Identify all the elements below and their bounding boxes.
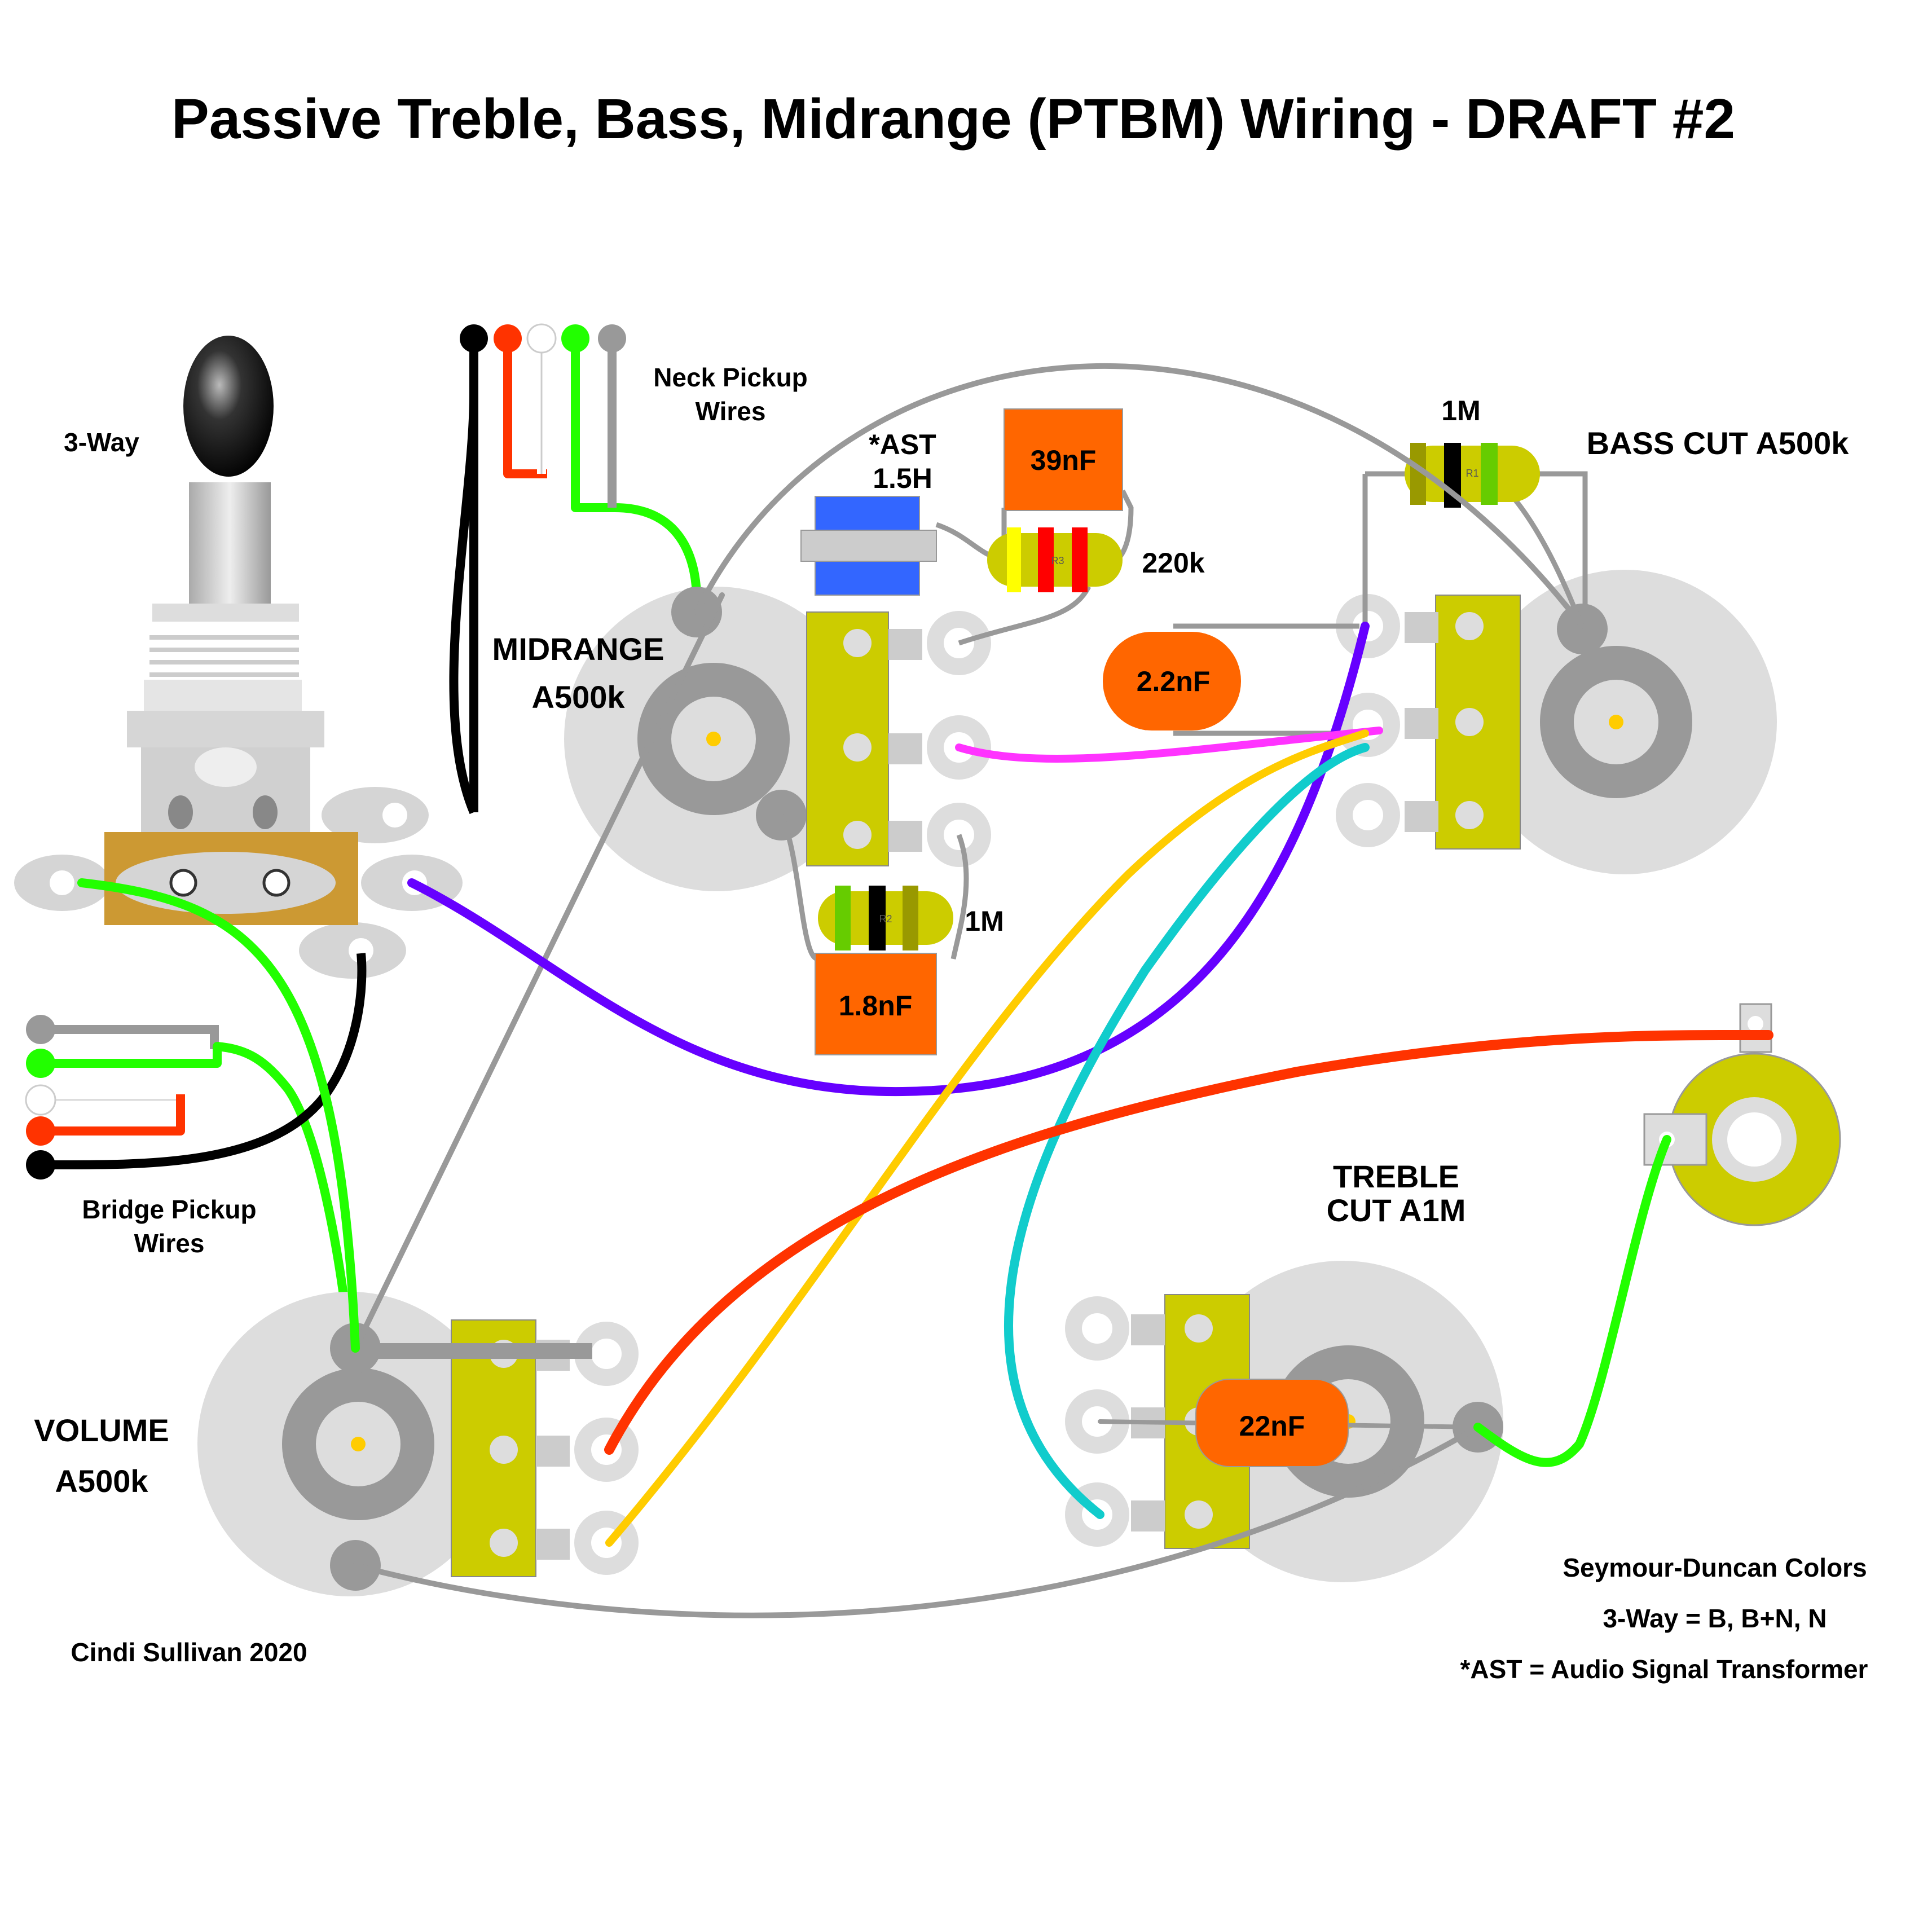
- note-line-3: *AST = Audio Signal Transformer: [1460, 1654, 1868, 1684]
- bass-cut-pot: [1336, 570, 1777, 874]
- bass-cut-label: BASS CUT A500k: [1587, 425, 1850, 461]
- bass-pot-center: [1609, 715, 1623, 729]
- jack-green-wire: [1473, 1135, 1671, 1467]
- ast-transformer: [800, 496, 937, 596]
- resistor-1m-mid-marking: R2: [879, 913, 892, 925]
- ground-bottom-wire: [353, 1424, 1481, 1618]
- neck-red-end: [494, 324, 522, 353]
- jack-sleeve-lug: [1643, 1113, 1707, 1166]
- treble-label-2: CUT A1M: [1327, 1192, 1466, 1228]
- resistor-1m-mid: R2: [818, 886, 953, 950]
- res-220k-label: 220k: [1142, 547, 1204, 579]
- bridge-bare-wire: [42, 1025, 219, 1049]
- switch-contact-right: [253, 795, 278, 829]
- switch-screw-left: [169, 869, 197, 897]
- jack-hole: [1727, 1112, 1781, 1167]
- switch-lug-top-right: [322, 787, 429, 843]
- switch-knob: [183, 336, 274, 477]
- diagram-title: Passive Treble, Bass, Midrange (PTBM) Wi…: [171, 87, 1735, 151]
- resistor-220k-marking: R3: [1051, 555, 1064, 566]
- treble-label-1: TREBLE: [1333, 1159, 1459, 1194]
- note-line-1: Seymour-Duncan Colors: [1563, 1553, 1867, 1582]
- three-way-switch: [14, 336, 463, 979]
- neck-bare-end: [598, 324, 626, 353]
- bridge-red-end: [26, 1116, 55, 1146]
- note-line-2: 3-Way = B, B+N, N: [1603, 1604, 1827, 1633]
- credit-label: Cindi Sullivan 2020: [71, 1638, 307, 1667]
- volume-label-1: VOLUME: [34, 1412, 169, 1448]
- ast-label-1: *AST: [869, 429, 936, 460]
- switch-to-volume-green-wire: [77, 878, 360, 1353]
- volume-pot-center: [351, 1437, 366, 1451]
- resistor-220k: R3: [987, 527, 1123, 592]
- three-way-label: 3-Way: [64, 428, 139, 457]
- ast-core: [800, 530, 937, 562]
- neck-black-end: [460, 324, 488, 353]
- jack-tip-lug: [1739, 1003, 1772, 1053]
- neck-red-wire: [503, 341, 547, 478]
- switch-collar: [144, 680, 302, 711]
- switch-contact-left: [168, 795, 193, 829]
- cap-22nf: [1195, 1379, 1349, 1467]
- cap-2-2nf: [1103, 632, 1241, 730]
- res-1m-mid-label: 1M: [965, 905, 1004, 937]
- bridge-black-wire: [42, 953, 367, 1170]
- main-wires: [77, 363, 1773, 1618]
- neck-green-end: [561, 324, 589, 353]
- midrange-label-1: MIDRANGE: [492, 631, 664, 667]
- midrange-label-2: A500k: [531, 679, 625, 715]
- red-output-wire: [604, 1029, 1773, 1455]
- volume-pot: [197, 1292, 639, 1596]
- neck-pickup-label-2: Wires: [696, 397, 766, 426]
- resistor-1m-bass-body: [1405, 446, 1540, 502]
- switch-thread: [149, 635, 299, 677]
- ast-label-2: 1.5H: [873, 463, 932, 494]
- midrange-pot: [564, 587, 991, 891]
- switch-nut: [152, 604, 299, 622]
- midrange-pot-center: [706, 732, 721, 746]
- bridge-pickup-label-1: Bridge Pickup: [82, 1195, 256, 1224]
- resistor-1m-bass: R1: [1405, 443, 1540, 508]
- bridge-green-wire: [42, 1042, 354, 1346]
- neck-white-end: [526, 323, 557, 354]
- output-jack: [1643, 1003, 1841, 1226]
- switch-screw-right: [262, 869, 291, 897]
- cyan-wire: [1004, 743, 1370, 1519]
- bridge-green-end: [26, 1049, 55, 1078]
- switch-shaft: [189, 482, 271, 606]
- yellow-wire: [605, 729, 1369, 1547]
- volume-label-2: A500k: [55, 1463, 148, 1499]
- switch-mount-slot: [116, 852, 336, 914]
- bridge-red-wire: [42, 1094, 185, 1136]
- bridge-black-end: [26, 1150, 55, 1180]
- pink-wire: [955, 727, 1383, 763]
- res-1m-bass-label: 1M: [1441, 395, 1480, 426]
- cap-1-8nf-label: 1.8nF: [839, 990, 913, 1022]
- bridge-bare-end: [26, 1015, 55, 1044]
- ground-arc-wire: [694, 363, 1585, 629]
- cap-1-8nf: [815, 953, 937, 1055]
- ground-diagonal-wire: [353, 592, 725, 1351]
- neck-pickup-label-1: Neck Pickup: [653, 363, 808, 392]
- cap-39nf-label: 39nF: [1031, 445, 1097, 476]
- bridge-pickup-label-2: Wires: [134, 1229, 205, 1258]
- bridge-white-end: [25, 1084, 56, 1116]
- cap-22nf-label: 22nF: [1239, 1410, 1305, 1442]
- cap-39nf: [1004, 408, 1123, 511]
- cap-2-2nf-label: 2.2nF: [1137, 666, 1211, 697]
- resistor-1m-bass-marking: R1: [1465, 468, 1478, 479]
- switch-base: [127, 711, 324, 747]
- bridge-pickup-wires: [25, 953, 367, 1346]
- switch-lever: [195, 747, 257, 787]
